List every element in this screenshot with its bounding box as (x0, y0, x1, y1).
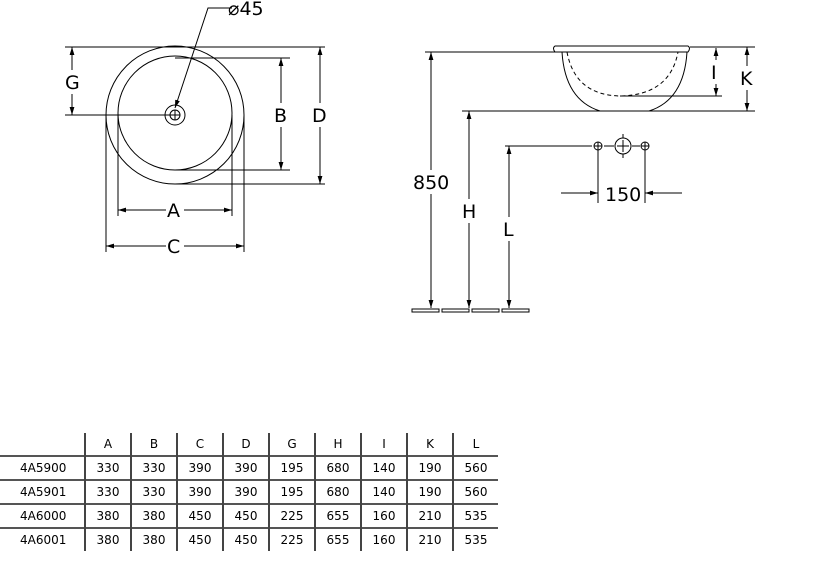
dim-label-150: 150 (605, 184, 641, 206)
plan-view: ⌀45 G B D A C (63, 0, 329, 258)
value-cell: 380 (130, 503, 177, 528)
model-cell: 4A6000 (0, 503, 85, 528)
column-header: B (130, 433, 177, 456)
value-cell: 655 (314, 503, 361, 528)
value-cell: 210 (406, 503, 453, 528)
column-header: H (314, 433, 361, 456)
column-header: I (360, 433, 407, 456)
value-cell: 450 (176, 527, 223, 551)
column-header: L (452, 433, 498, 456)
value-cell: 380 (84, 527, 131, 551)
value-cell: 330 (84, 455, 131, 480)
column-header: D (222, 433, 269, 456)
dim-label-k: K (740, 68, 753, 90)
basin-rim (553, 45, 690, 53)
value-cell: 450 (176, 503, 223, 528)
value-cell: 195 (268, 479, 315, 504)
column-header: A (84, 433, 131, 456)
side-view: I K 850 H L 150 (411, 45, 756, 313)
value-cell: 655 (314, 527, 361, 551)
model-cell: 4A5901 (0, 479, 85, 504)
value-cell: 560 (452, 479, 498, 504)
value-cell: 210 (406, 527, 453, 551)
dim-label-i: I (711, 62, 717, 84)
value-cell: 225 (268, 527, 315, 551)
value-cell: 535 (452, 527, 498, 551)
value-cell: 680 (314, 455, 361, 480)
dim-label-a: A (167, 200, 180, 222)
value-cell: 330 (130, 455, 177, 480)
table-header-row: A B C D G H I K L (0, 433, 498, 456)
value-cell: 380 (130, 527, 177, 551)
drain-diameter-label: ⌀45 (228, 0, 264, 20)
dim-label-h: H (462, 201, 476, 223)
basin-bowl (561, 51, 688, 112)
value-cell: 140 (360, 479, 407, 504)
column-header: G (268, 433, 315, 456)
value-cell: 225 (268, 503, 315, 528)
column-header: K (406, 433, 453, 456)
floor-line (411, 308, 530, 313)
dim-label-l: L (503, 219, 514, 241)
dim-label-c: C (167, 236, 180, 258)
value-cell: 190 (406, 479, 453, 504)
value-cell: 380 (84, 503, 131, 528)
dim-label-b: B (274, 105, 287, 127)
dim-label-d: D (312, 105, 327, 127)
value-cell: 680 (314, 479, 361, 504)
dim-label-850: 850 (413, 172, 449, 194)
model-cell: 4A6001 (0, 527, 85, 551)
basin-inner-depth (566, 51, 679, 97)
value-cell: 390 (222, 479, 269, 504)
value-cell: 195 (268, 455, 315, 480)
value-cell: 330 (130, 479, 177, 504)
basin-drawing: ⌀45 G B D A C I K 850 H L 150 (63, 0, 756, 313)
value-cell: 160 (360, 503, 407, 528)
value-cell: 190 (406, 455, 453, 480)
dim-label-g: G (65, 72, 80, 94)
value-cell: 560 (452, 455, 498, 480)
value-cell: 450 (222, 503, 269, 528)
value-cell: 390 (176, 479, 223, 504)
value-cell: 160 (360, 527, 407, 551)
model-cell: 4A5900 (0, 455, 85, 480)
value-cell: 330 (84, 479, 131, 504)
value-cell: 535 (452, 503, 498, 528)
value-cell: 390 (176, 455, 223, 480)
value-cell: 390 (222, 455, 269, 480)
value-cell: 140 (360, 455, 407, 480)
column-header: C (176, 433, 223, 456)
value-cell: 450 (222, 527, 269, 551)
